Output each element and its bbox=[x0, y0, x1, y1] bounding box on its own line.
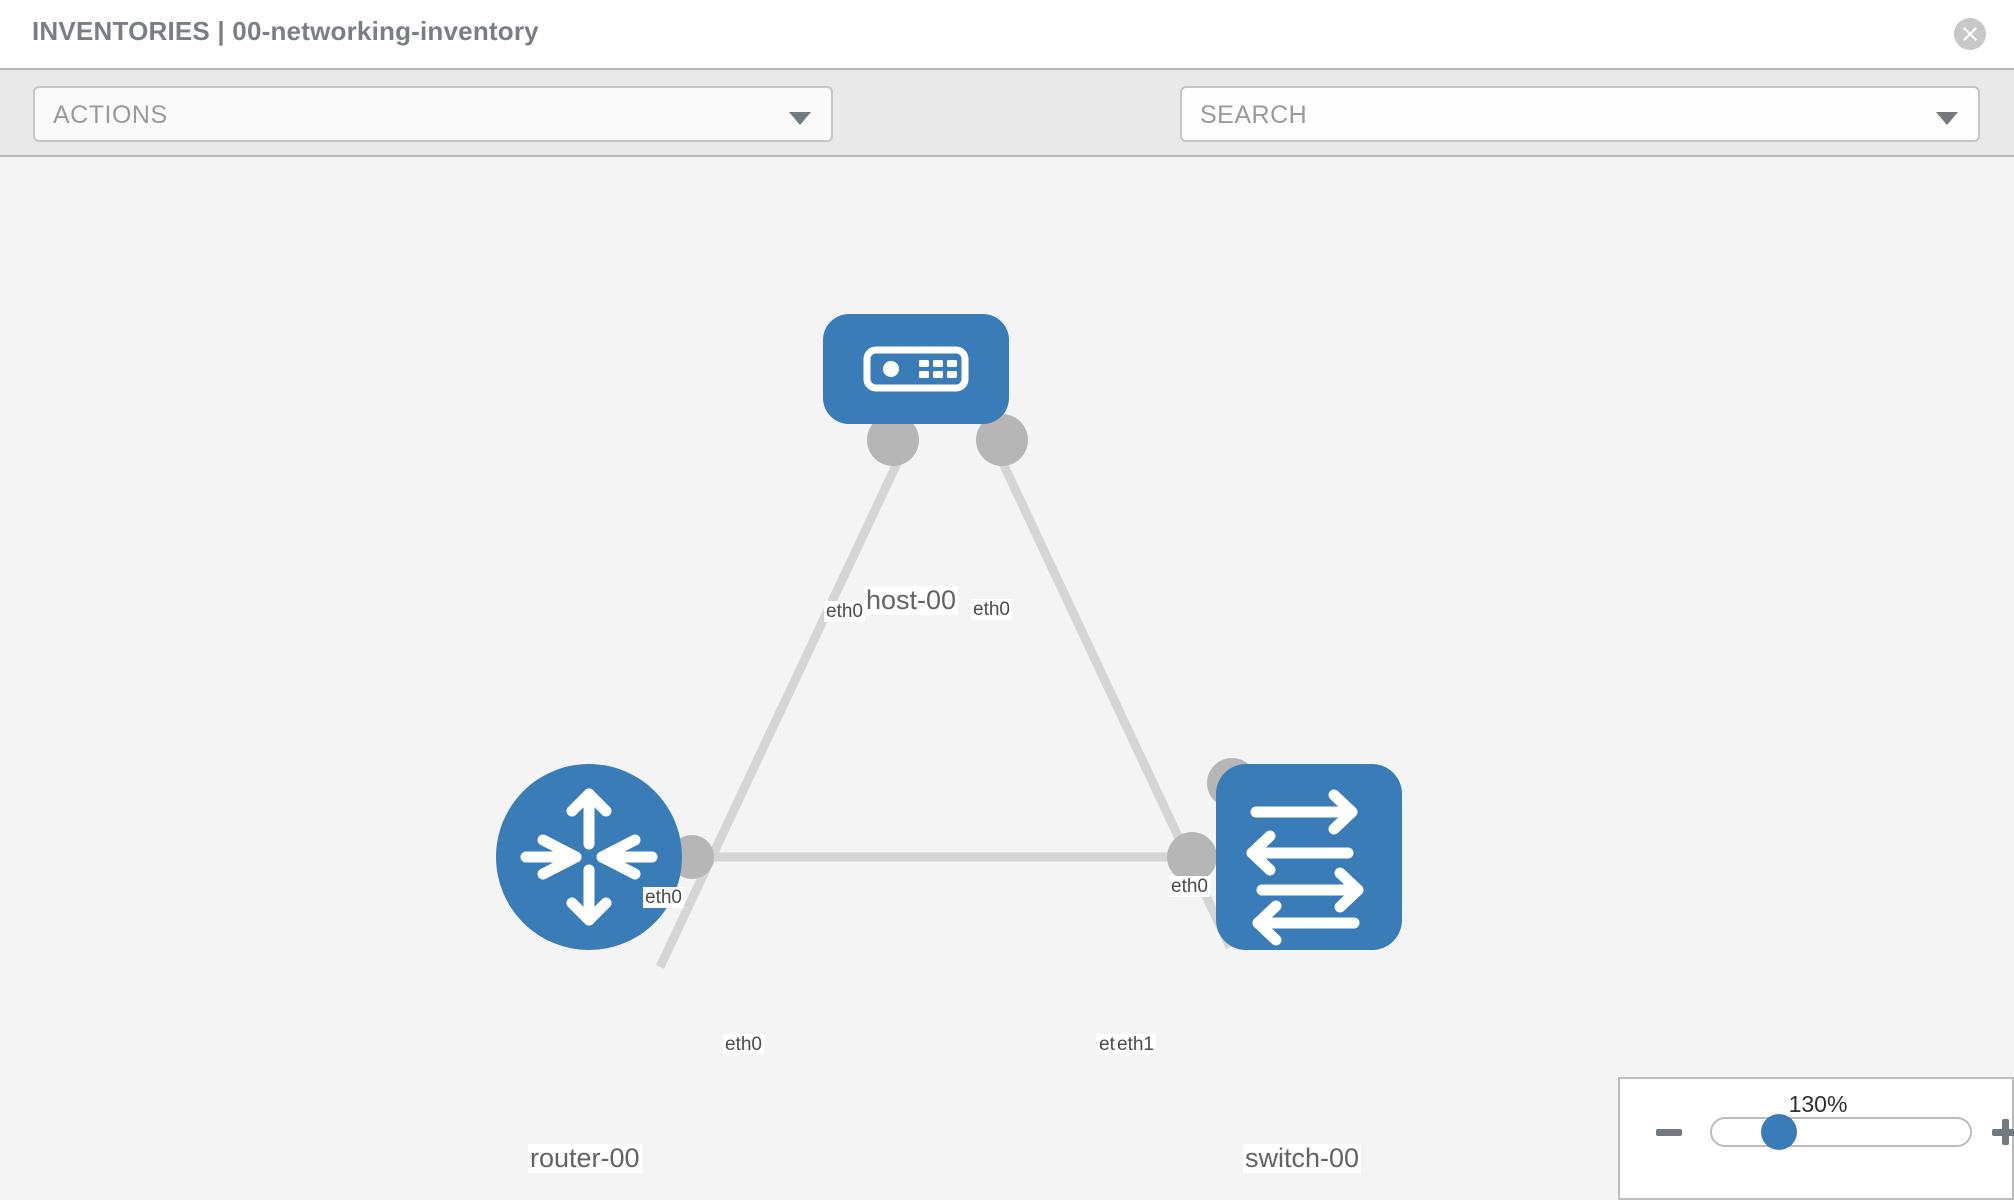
node-router-00 bbox=[496, 764, 682, 950]
topology-edges bbox=[655, 455, 1235, 969]
handle-host00-eth0-right bbox=[976, 414, 1028, 466]
iface-label-router00-up: eth0 bbox=[643, 887, 684, 908]
zoom-percent-label: 130% bbox=[1788, 1091, 1848, 1117]
edge-host00-router00 bbox=[655, 455, 905, 969]
search-input[interactable]: SEARCH bbox=[1180, 86, 1980, 142]
iface-label-router00-eth0: eth0 bbox=[723, 1034, 764, 1055]
chevron-down-icon[interactable] bbox=[1936, 112, 1958, 125]
chevron-down-icon bbox=[789, 112, 811, 125]
node-host-00 bbox=[823, 314, 1009, 424]
actions-dropdown-label: ACTIONS bbox=[53, 101, 168, 129]
node-label-host-00: host-00 bbox=[864, 585, 959, 615]
search-placeholder: SEARCH bbox=[1200, 101, 1308, 129]
switch-icon bbox=[1246, 789, 1364, 946]
node-switch-00 bbox=[1216, 764, 1402, 950]
toolbar: ACTIONS SEARCH bbox=[0, 68, 2014, 194]
node-label-router-00: router-00 bbox=[528, 1143, 642, 1173]
router-icon bbox=[520, 788, 658, 926]
node-label-switch-00: switch-00 bbox=[1243, 1143, 1362, 1173]
zoom-slider-track[interactable] bbox=[1710, 1117, 1972, 1147]
iface-label-host00-left: eth0 bbox=[824, 601, 865, 622]
iface-label-switch00-eth1: eth1 bbox=[1115, 1034, 1156, 1055]
server-icon bbox=[863, 346, 969, 392]
topology-canvas[interactable]: eth0 host-00 eth0 eth0 eth0 eth0 eth0 et… bbox=[0, 157, 2014, 1200]
page-title: INVENTORIES | 00-networking-inventory bbox=[32, 16, 539, 46]
window-header: INVENTORIES | 00-networking-inventory bbox=[0, 0, 2014, 68]
handle-host00-eth0-left bbox=[867, 414, 919, 466]
zoom-slider-thumb[interactable] bbox=[1761, 1114, 1797, 1150]
close-icon[interactable] bbox=[1954, 18, 1986, 50]
plus-icon[interactable] bbox=[1992, 1119, 2014, 1145]
iface-label-switch00-up: eth0 bbox=[1169, 876, 1210, 897]
zoom-control-panel: 130% bbox=[1618, 1077, 2014, 1200]
actions-dropdown[interactable]: ACTIONS bbox=[33, 86, 833, 142]
topology-graph bbox=[496, 314, 1402, 969]
minus-icon[interactable] bbox=[1656, 1129, 1682, 1136]
handle-switch00-eth1 bbox=[1167, 832, 1217, 882]
iface-label-host00-right: eth0 bbox=[971, 599, 1012, 620]
